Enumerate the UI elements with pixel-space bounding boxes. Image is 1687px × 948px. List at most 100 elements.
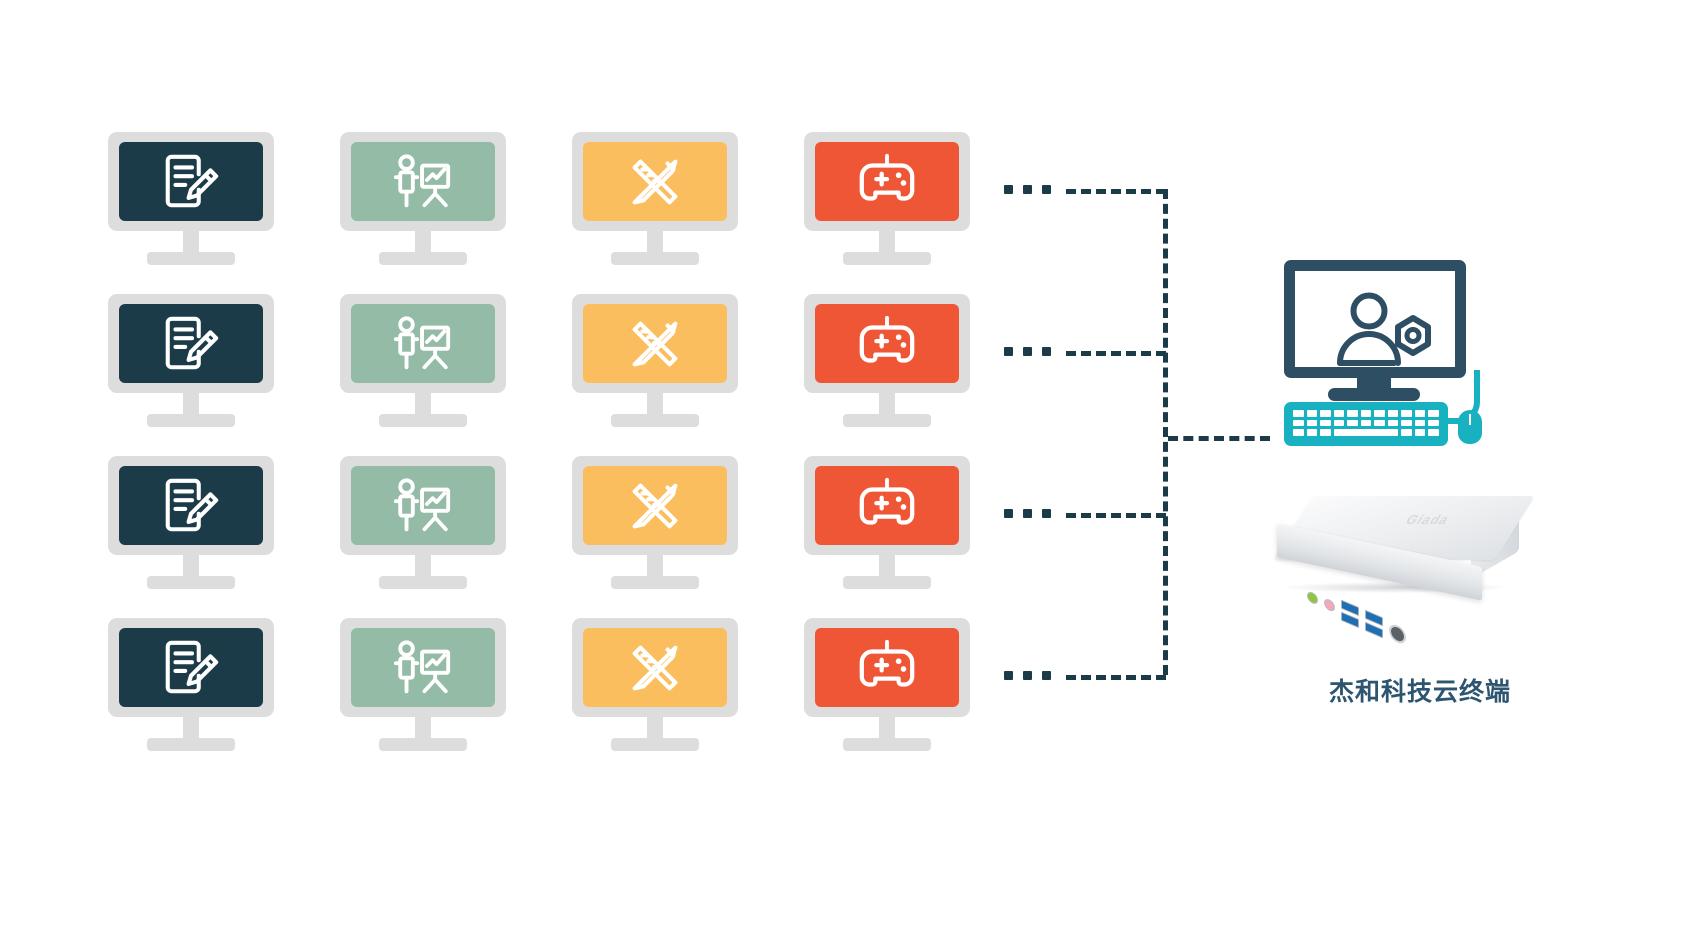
ruler-pencil-icon bbox=[632, 159, 678, 204]
keyboard-icon bbox=[1284, 402, 1448, 446]
monitor-base bbox=[843, 738, 931, 751]
monitor-base bbox=[611, 738, 699, 751]
monitor-base bbox=[147, 576, 235, 589]
ellipsis-row3 bbox=[1004, 509, 1051, 518]
monitor-neck bbox=[415, 717, 431, 743]
monitor-neck bbox=[647, 231, 663, 257]
monitor-neck bbox=[647, 393, 663, 419]
monitor-screen bbox=[815, 304, 959, 383]
client-monitor-gaming-row2[interactable] bbox=[804, 294, 970, 427]
gamepad-icon bbox=[859, 639, 915, 687]
client-monitor-design-row4[interactable] bbox=[572, 618, 738, 751]
client-monitor-presentation-row1[interactable] bbox=[340, 132, 506, 265]
monitor-base bbox=[843, 576, 931, 589]
monitor-neck bbox=[183, 717, 199, 743]
monitor-neck bbox=[415, 231, 431, 257]
monitor-screen bbox=[351, 628, 495, 707]
monitor-base bbox=[379, 738, 467, 751]
presenter-chart-icon bbox=[393, 153, 451, 207]
keyboard-keys bbox=[1293, 410, 1439, 439]
ruler-pencil-icon bbox=[632, 483, 678, 528]
usb-port-pair-1 bbox=[1341, 599, 1359, 628]
monitor-base bbox=[843, 414, 931, 427]
monitor-base bbox=[611, 576, 699, 589]
monitor-screen bbox=[351, 142, 495, 221]
client-monitor-design-row3[interactable] bbox=[572, 456, 738, 589]
vertical-bus-line bbox=[1163, 189, 1168, 675]
client-monitor-presentation-row3[interactable] bbox=[340, 456, 506, 589]
mini-pc-icon: Giada bbox=[1273, 490, 1535, 646]
monitor-base bbox=[147, 738, 235, 751]
document-pencil-icon bbox=[165, 640, 219, 693]
document-pencil-icon bbox=[165, 478, 219, 531]
branch-line-row3 bbox=[1066, 513, 1166, 518]
audio-out-jack bbox=[1307, 589, 1318, 606]
gamepad-icon bbox=[859, 315, 915, 363]
power-button-icon bbox=[1389, 621, 1406, 646]
monitor-neck bbox=[183, 393, 199, 419]
monitor-screen bbox=[351, 466, 495, 545]
monitor-base bbox=[379, 414, 467, 427]
client-monitor-document-row2[interactable] bbox=[108, 294, 274, 427]
client-monitor-gaming-row4[interactable] bbox=[804, 618, 970, 751]
client-monitor-presentation-row4[interactable] bbox=[340, 618, 506, 751]
trunk-line-to-terminal bbox=[1168, 436, 1270, 441]
client-monitor-document-row1[interactable] bbox=[108, 132, 274, 265]
monitor-screen bbox=[119, 628, 263, 707]
monitor-screen bbox=[119, 466, 263, 545]
ruler-pencil-icon bbox=[632, 645, 678, 690]
monitor-neck bbox=[879, 393, 895, 419]
monitor-base bbox=[147, 414, 235, 427]
client-monitor-design-row1[interactable] bbox=[572, 132, 738, 265]
monitor-base bbox=[611, 414, 699, 427]
monitor-neck bbox=[879, 555, 895, 581]
monitor-base bbox=[147, 252, 235, 265]
monitor-neck bbox=[183, 555, 199, 581]
mouse-cable bbox=[1430, 370, 1480, 424]
monitor-neck bbox=[415, 555, 431, 581]
monitor-base bbox=[843, 252, 931, 265]
monitor-base bbox=[379, 252, 467, 265]
client-monitor-grid bbox=[108, 132, 1008, 772]
monitor-neck bbox=[647, 555, 663, 581]
presenter-chart-icon bbox=[393, 315, 451, 369]
client-monitor-presentation-row2[interactable] bbox=[340, 294, 506, 427]
terminal-monitor-base bbox=[1328, 388, 1420, 401]
mic-jack bbox=[1324, 596, 1335, 613]
monitor-screen bbox=[583, 142, 727, 221]
cloud-terminal-group: Giada bbox=[1270, 250, 1570, 720]
terminal-screen-frame bbox=[1284, 260, 1466, 378]
monitor-screen bbox=[815, 466, 959, 545]
ellipsis-row1 bbox=[1004, 185, 1051, 194]
branch-line-row1 bbox=[1066, 189, 1166, 194]
client-monitor-design-row2[interactable] bbox=[572, 294, 738, 427]
branch-line-row2 bbox=[1066, 351, 1166, 356]
monitor-neck bbox=[415, 393, 431, 419]
monitor-screen bbox=[815, 142, 959, 221]
monitor-neck bbox=[647, 717, 663, 743]
client-monitor-gaming-row1[interactable] bbox=[804, 132, 970, 265]
monitor-screen bbox=[119, 304, 263, 383]
client-monitor-document-row4[interactable] bbox=[108, 618, 274, 751]
ellipsis-row2 bbox=[1004, 347, 1051, 356]
terminal-label: 杰和科技云终端 bbox=[1328, 677, 1511, 706]
gamepad-icon bbox=[859, 153, 915, 201]
client-monitor-gaming-row3[interactable] bbox=[804, 456, 970, 589]
branch-line-row4 bbox=[1066, 675, 1166, 680]
client-monitor-document-row3[interactable] bbox=[108, 456, 274, 589]
monitor-neck bbox=[879, 231, 895, 257]
monitor-neck bbox=[879, 717, 895, 743]
monitor-base bbox=[379, 576, 467, 589]
document-pencil-icon bbox=[165, 316, 219, 369]
monitor-screen bbox=[351, 304, 495, 383]
gamepad-icon bbox=[859, 477, 915, 525]
mini-pc-ports bbox=[1307, 585, 1406, 647]
mini-pc-shadow bbox=[1283, 582, 1508, 593]
monitor-base bbox=[611, 252, 699, 265]
user-admin-icon bbox=[1337, 292, 1431, 366]
monitor-screen bbox=[119, 142, 263, 221]
monitor-neck bbox=[183, 231, 199, 257]
monitor-screen bbox=[583, 466, 727, 545]
mouse-icon bbox=[1458, 410, 1482, 444]
